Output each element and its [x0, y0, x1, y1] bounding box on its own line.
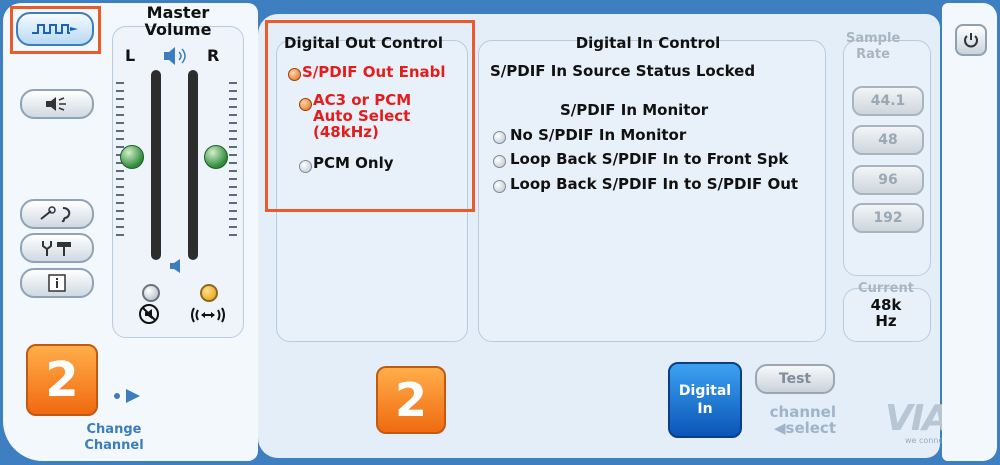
spdif-monitor-title: S/PDIF In Monitor	[560, 101, 709, 119]
no-monitor-radio[interactable]	[493, 131, 506, 144]
master-volume-title: Master Volume	[144, 3, 212, 39]
power-button[interactable]	[955, 24, 987, 56]
digital-out-group	[276, 40, 468, 342]
info-button[interactable]	[20, 268, 94, 298]
channel-2-icon[interactable]: 2	[26, 344, 98, 416]
left-volume-knob[interactable]	[120, 144, 144, 169]
digital-in-group	[478, 40, 826, 342]
pcm-only-radio[interactable]	[299, 160, 312, 173]
loopback-spdif-radio[interactable]	[493, 180, 506, 193]
speaker-button[interactable]	[20, 89, 94, 119]
digital-in-title: Digital In Control	[575, 34, 721, 52]
pcm-only-label[interactable]: PCM Only	[313, 154, 394, 172]
loopback-front-radio[interactable]	[493, 155, 506, 168]
digital-in-button[interactable]: Digital In	[668, 362, 742, 438]
rate-44-1-button[interactable]: 44.1	[852, 86, 924, 116]
digital-out-title: Digital Out Control	[284, 34, 443, 52]
channel-select-label[interactable]: channel ◀select	[769, 403, 836, 437]
small-speaker-icon	[170, 259, 180, 273]
test-button[interactable]: Test	[755, 364, 835, 394]
digital-mode-button[interactable]	[16, 12, 94, 46]
loopback-spdif-label[interactable]: Loop Back S/PDIF In to S/PDIF Out	[510, 175, 799, 193]
stereo-expand-icon	[191, 307, 225, 323]
spdif-out-enable-radio[interactable]	[288, 68, 301, 81]
auto-select-label[interactable]: AC3 or PCM Auto Select (48kHz)	[313, 91, 412, 141]
right-volume-knob[interactable]	[204, 144, 228, 169]
left-volume-scale	[116, 82, 128, 242]
tools-button[interactable]	[20, 233, 94, 263]
power-icon	[964, 33, 978, 48]
digital-out-highlight	[265, 20, 475, 212]
rate-96-button[interactable]: 96	[852, 165, 924, 195]
right-channel-label: R	[207, 46, 220, 65]
current-rate-value: 48k Hz	[870, 296, 902, 330]
current-rate-group	[843, 288, 931, 342]
auto-select-radio[interactable]	[299, 98, 312, 111]
loopback-front-label[interactable]: Loop Back S/PDIF In to Front Spk	[510, 150, 789, 168]
change-channel-label[interactable]: Change Channel	[84, 422, 144, 453]
speaker-icon	[46, 97, 66, 111]
left-channel-label: L	[125, 46, 136, 65]
rate-192-button[interactable]: 192	[852, 203, 924, 233]
right-strip	[942, 3, 997, 461]
mute-led[interactable]	[142, 284, 160, 302]
microphone-ear-icon	[40, 206, 71, 223]
digital-waveform-icon	[32, 24, 78, 34]
volume-speaker-icon	[164, 47, 186, 65]
spdif-out-enable-label[interactable]: S/PDIF Out Enabl	[302, 63, 446, 81]
digital-mode-highlight	[10, 6, 101, 54]
no-monitor-label[interactable]: No S/PDIF In Monitor	[510, 126, 687, 144]
sample-rate-title: Sample Rate	[846, 31, 901, 62]
stereo-led[interactable]	[200, 284, 218, 302]
info-icon	[48, 274, 66, 292]
microphone-button[interactable]	[20, 199, 94, 229]
right-volume-track[interactable]	[188, 70, 198, 260]
change-channel-arrow-icon[interactable]	[112, 388, 148, 404]
rate-48-button[interactable]: 48	[852, 125, 924, 155]
current-rate-title: Current	[858, 281, 914, 296]
right-volume-scale	[229, 82, 241, 242]
mute-icon	[139, 304, 159, 324]
via-tagline: we connect	[905, 436, 951, 445]
wrench-hammer-icon	[42, 241, 71, 256]
channel-2-button[interactable]: 2	[376, 366, 446, 434]
sample-rate-group	[843, 40, 931, 276]
master-volume-box	[112, 26, 244, 338]
via-logo: VIA	[885, 398, 950, 439]
left-volume-track[interactable]	[151, 70, 161, 260]
source-status-text: S/PDIF In Source Status Locked	[490, 62, 756, 80]
